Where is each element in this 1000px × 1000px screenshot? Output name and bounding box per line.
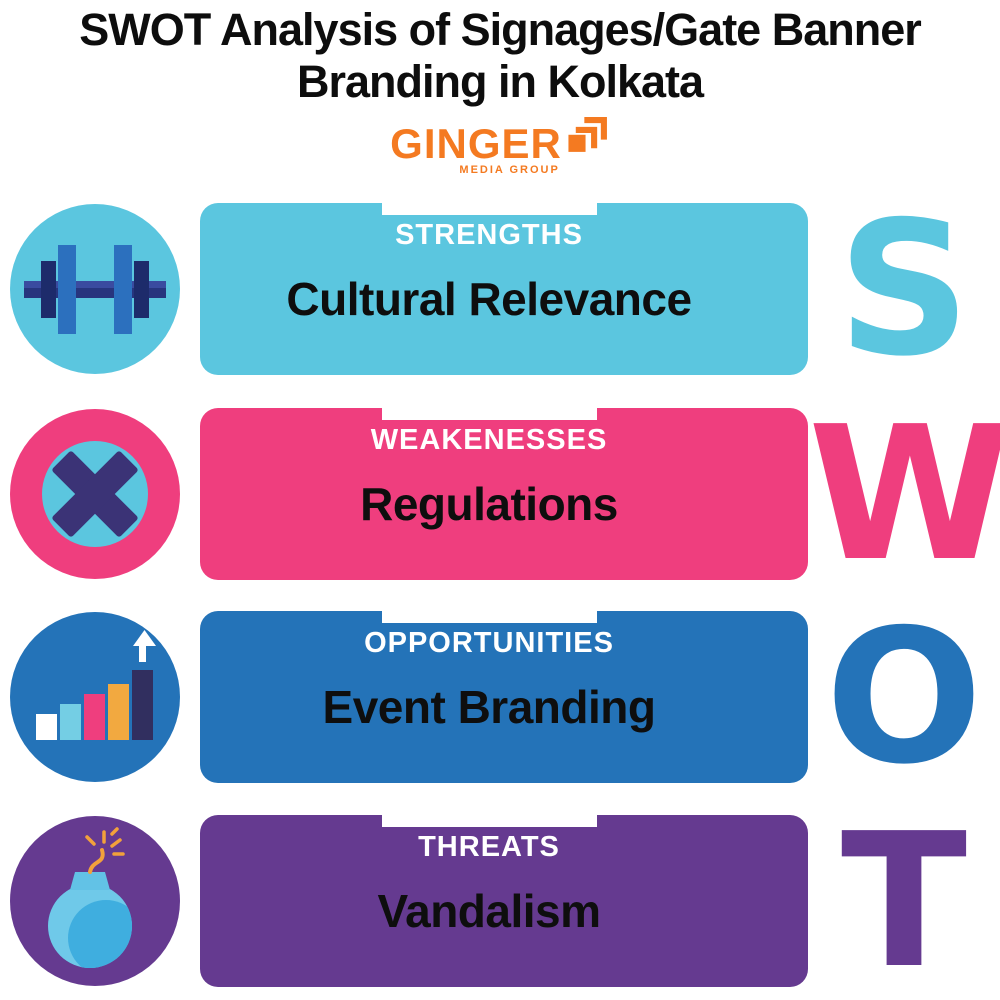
strengths-badge	[10, 204, 180, 374]
growth-bar-chart-icon	[10, 612, 180, 782]
swot-row-threats: THREATS Vandalism T	[0, 793, 1000, 1000]
weaknesses-badge	[10, 409, 180, 579]
page-title: SWOT Analysis of Signages/Gate Banner Br…	[0, 4, 1000, 108]
card-tab-bar	[381, 815, 597, 827]
brand-tagline: MEDIA GROUP	[459, 164, 560, 176]
letter-w: W	[808, 386, 1000, 602]
strengths-label: Cultural Relevance	[286, 273, 692, 325]
card-tab-bar	[381, 611, 597, 623]
swot-row-weaknesses: WEAKENESSES Regulations W	[0, 386, 1000, 602]
swot-row-strengths: STRENGTHS Cultural Relevance S	[0, 181, 1000, 397]
strengths-header: STRENGTHS	[395, 219, 583, 251]
stacked-frames-icon	[568, 117, 607, 152]
letter-o: O	[825, 589, 983, 805]
page-title-line1: SWOT Analysis of Signages/Gate Banner	[79, 4, 922, 55]
weaknesses-label: Regulations	[360, 478, 618, 530]
threats-header: THREATS	[418, 831, 560, 863]
brand-name: GINGER	[390, 120, 562, 167]
opportunities-badge	[10, 612, 180, 782]
opportunities-header: OPPORTUNITIES	[364, 627, 614, 659]
opportunities-label: Event Branding	[322, 681, 656, 733]
brand-logo: GINGER MEDIA GROUP	[0, 117, 1000, 176]
threats-card: THREATS Vandalism	[200, 815, 808, 987]
strengths-card: STRENGTHS Cultural Relevance	[200, 203, 808, 375]
threats-label: Vandalism	[377, 885, 601, 937]
letter-s: S	[837, 181, 971, 397]
weaknesses-header: WEAKENESSES	[370, 424, 608, 456]
cross-icon	[10, 409, 180, 579]
dumbbell-icon	[10, 204, 180, 374]
weaknesses-card: WEAKENESSES Regulations	[200, 408, 808, 580]
card-tab-bar	[381, 203, 597, 215]
threats-badge	[10, 816, 180, 986]
letter-t: T	[840, 793, 968, 1000]
page-title-line2: Branding in Kolkata	[296, 56, 704, 108]
swot-row-opportunities: OPPORTUNITIES Event Branding O	[0, 589, 1000, 805]
opportunities-card: OPPORTUNITIES Event Branding	[200, 611, 808, 783]
bomb-icon	[10, 816, 180, 986]
card-tab-bar	[381, 408, 597, 420]
